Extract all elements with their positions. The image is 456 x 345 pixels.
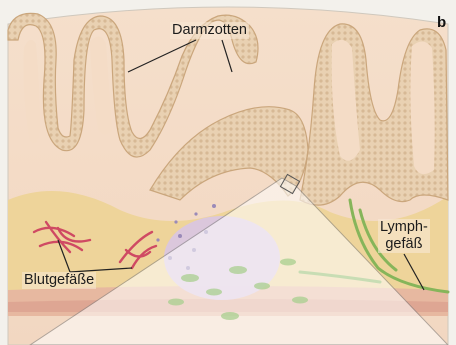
lymph-vessel-label: Lymph- gefäß	[378, 219, 430, 253]
villus-core	[410, 41, 434, 174]
lymph-vessel-label-line1: Lymph-	[380, 219, 428, 236]
blood-vessels-label: Blutgefäße	[22, 272, 96, 289]
villi-label: Darmzotten	[170, 22, 249, 39]
panel-letter: b	[437, 14, 446, 31]
lymph-vessel-label-line2: gefäß	[380, 236, 428, 253]
